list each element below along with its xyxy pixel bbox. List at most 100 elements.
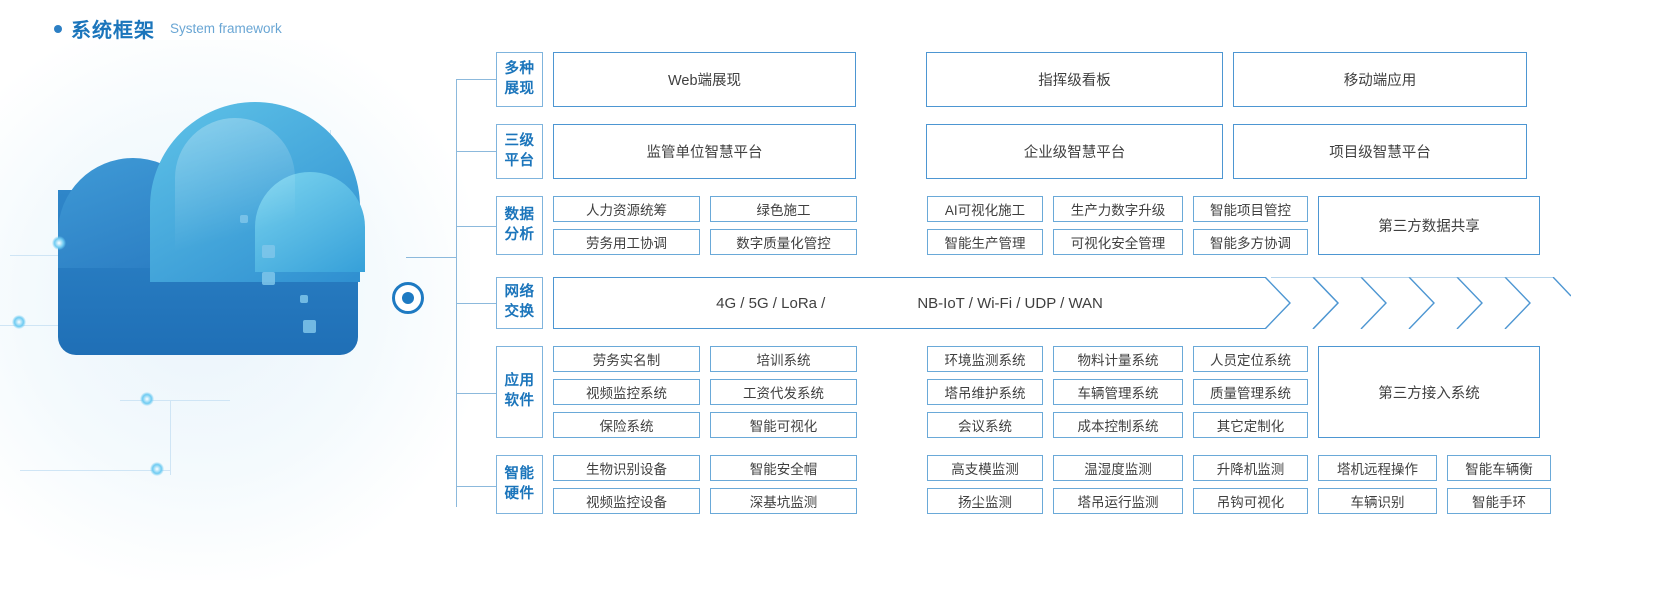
cell-green-construction[interactable]: 绿色施工: [710, 196, 857, 222]
grid-line: 视频监控系统 工资代发系统: [553, 379, 857, 405]
row-body: 人力资源统筹 绿色施工 劳务用工协调 数字质量化管控 AI可视化施工 生产力数字…: [553, 196, 1540, 255]
glow-dot: [140, 392, 154, 406]
connector-tree: [406, 52, 502, 507]
cell-ai-visual-construction[interactable]: AI可视化施工: [927, 196, 1043, 222]
data-analysis-right-grid: AI可视化施工 生产力数字升级 智能项目管控 智能生产管理 可视化安全管理 智能…: [927, 196, 1308, 255]
grid-line: 视频监控设备 深基坑监测: [553, 488, 857, 514]
cell-environment-monitoring[interactable]: 环境监测系统: [927, 346, 1043, 372]
cell-smart-visualization[interactable]: 智能可视化: [710, 412, 857, 438]
row-label-network-exchange: 网络 交换: [496, 277, 543, 329]
cell-smart-helmet[interactable]: 智能安全帽: [710, 455, 857, 481]
glow-dot: [150, 462, 164, 476]
grid-line: 环境监测系统 物料计量系统 人员定位系统: [927, 346, 1308, 372]
box-web-presentation[interactable]: Web端展现: [553, 52, 856, 107]
chip-icon: [300, 295, 308, 303]
cell-material-metering[interactable]: 物料计量系统: [1053, 346, 1183, 372]
box-supervision-platform[interactable]: 监管单位智慧平台: [553, 124, 856, 179]
chip-icon: [240, 215, 248, 223]
cell-smart-project-control[interactable]: 智能项目管控: [1193, 196, 1308, 222]
cell-high-formwork-monitoring[interactable]: 高支模监测: [927, 455, 1043, 481]
cell-quality-management[interactable]: 质量管理系统: [1193, 379, 1308, 405]
grid-line: 劳务实名制 培训系统: [553, 346, 857, 372]
connector-spine: [456, 79, 457, 507]
cell-tower-remote-operation[interactable]: 塔机远程操作: [1318, 455, 1437, 481]
cell-training-system[interactable]: 培训系统: [710, 346, 857, 372]
cell-smart-truck-scale[interactable]: 智能车辆衡: [1447, 455, 1551, 481]
row-label-platform: 三级 平台: [496, 124, 543, 179]
cell-productivity-upgrade[interactable]: 生产力数字升级: [1053, 196, 1183, 222]
box-project-platform[interactable]: 项目级智慧平台: [1233, 124, 1527, 179]
cell-vehicle-management[interactable]: 车辆管理系统: [1053, 379, 1183, 405]
box-command-dashboard[interactable]: 指挥级看板: [926, 52, 1223, 107]
cell-labor-coordination[interactable]: 劳务用工协调: [553, 229, 700, 255]
cell-video-surveillance-device[interactable]: 视频监控设备: [553, 488, 700, 514]
cell-smart-multiparty-coord[interactable]: 智能多方协调: [1193, 229, 1308, 255]
grid-line: AI可视化施工 生产力数字升级 智能项目管控: [927, 196, 1308, 222]
cell-hr-planning[interactable]: 人力资源统筹: [553, 196, 700, 222]
cell-biometric-device[interactable]: 生物识别设备: [553, 455, 700, 481]
cell-crane-maintenance[interactable]: 塔吊维护系统: [927, 379, 1043, 405]
cell-temp-humidity-monitoring[interactable]: 温湿度监测: [1053, 455, 1183, 481]
row-label-line: 应用: [504, 373, 535, 390]
cell-payroll-system[interactable]: 工资代发系统: [710, 379, 857, 405]
chip-icon: [303, 320, 316, 333]
page-title-en: System framework: [170, 21, 282, 36]
grid-line: 会议系统 成本控制系统 其它定制化: [927, 412, 1308, 438]
cloud-node-icon: [392, 282, 424, 314]
box-third-party-access-system[interactable]: 第三方接入系统: [1318, 346, 1540, 438]
chip-icon: [262, 272, 275, 285]
circuit-line: [170, 400, 171, 475]
row-label-presentation: 多种 展现: [496, 52, 543, 107]
row-label-line: 智能: [504, 465, 535, 482]
cell-dust-monitoring[interactable]: 扬尘监测: [927, 488, 1043, 514]
cell-smart-wristband[interactable]: 智能手环: [1447, 488, 1551, 514]
grid-line: 生物识别设备 智能安全帽: [553, 455, 857, 481]
row-network-exchange: 网络 交换 4G / 5G / LoRa / NB-IoT / Wi-Fi / …: [496, 277, 1571, 329]
cell-vehicle-recognition[interactable]: 车辆识别: [1318, 488, 1437, 514]
network-text-1: 4G / 5G / LoRa /: [716, 294, 826, 312]
chip-icon: [262, 245, 275, 258]
row-three-tier-platform: 三级 平台 监管单位智慧平台 企业级智慧平台 项目级智慧平台: [496, 124, 1527, 179]
row-body: 4G / 5G / LoRa / NB-IoT / Wi-Fi / UDP / …: [553, 277, 1571, 329]
connector-branch: [456, 303, 500, 304]
hardware-right-grid: 高支模监测 温湿度监测 升降机监测 塔机远程操作 智能车辆衡 扬尘监测 塔吊运行…: [927, 455, 1551, 514]
box-mobile-app[interactable]: 移动端应用: [1233, 52, 1527, 107]
connector-branch: [456, 79, 500, 80]
row-label-line: 软件: [504, 393, 535, 409]
cell-crane-operation-monitoring[interactable]: 塔吊运行监测: [1053, 488, 1183, 514]
cell-smart-production-mgmt[interactable]: 智能生产管理: [927, 229, 1043, 255]
box-enterprise-platform[interactable]: 企业级智慧平台: [926, 124, 1223, 179]
box-third-party-data-sharing[interactable]: 第三方数据共享: [1318, 196, 1540, 255]
cell-video-surveillance-system[interactable]: 视频监控系统: [553, 379, 700, 405]
network-arrow-chevrons: [1265, 277, 1571, 329]
grid-line: 塔吊维护系统 车辆管理系统 质量管理系统: [927, 379, 1308, 405]
application-right-grid: 环境监测系统 物料计量系统 人员定位系统 塔吊维护系统 车辆管理系统 质量管理系…: [927, 346, 1308, 438]
row-label-line: 展现: [504, 80, 535, 97]
cell-cost-control-system[interactable]: 成本控制系统: [1053, 412, 1183, 438]
cell-deep-pit-monitoring[interactable]: 深基坑监测: [710, 488, 857, 514]
cell-digital-quality-control[interactable]: 数字质量化管控: [710, 229, 857, 255]
cell-meeting-system[interactable]: 会议系统: [927, 412, 1043, 438]
row-body: 劳务实名制 培训系统 视频监控系统 工资代发系统 保险系统 智能可视化 环境监测…: [553, 346, 1540, 438]
cloud-highlight: [175, 118, 295, 278]
cell-lift-monitoring[interactable]: 升降机监测: [1193, 455, 1308, 481]
grid-line: 智能生产管理 可视化安全管理 智能多方协调: [927, 229, 1308, 255]
cell-labor-real-name[interactable]: 劳务实名制: [553, 346, 700, 372]
cell-visual-safety-mgmt[interactable]: 可视化安全管理: [1053, 229, 1183, 255]
connector-branch: [456, 226, 500, 227]
grid-line: 扬尘监测 塔吊运行监测 吊钩可视化 车辆识别 智能手环: [927, 488, 1551, 514]
application-left-grid: 劳务实名制 培训系统 视频监控系统 工资代发系统 保险系统 智能可视化: [553, 346, 857, 438]
cell-insurance-system[interactable]: 保险系统: [553, 412, 700, 438]
row-label-line: 硬件: [504, 485, 535, 502]
cell-hook-visualization[interactable]: 吊钩可视化: [1193, 488, 1308, 514]
circuit-line: [120, 400, 230, 401]
connector-branch: [456, 486, 500, 487]
grid-line: 人力资源统筹 绿色施工: [553, 196, 857, 222]
row-label-smart-hardware: 智能 硬件: [496, 455, 543, 514]
cell-personnel-positioning[interactable]: 人员定位系统: [1193, 346, 1308, 372]
grid-line: 劳务用工协调 数字质量化管控: [553, 229, 857, 255]
cloud-illustration: [0, 40, 470, 580]
row-label-application-software: 应用 软件: [496, 346, 543, 438]
cell-other-customization[interactable]: 其它定制化: [1193, 412, 1308, 438]
data-analysis-left-grid: 人力资源统筹 绿色施工 劳务用工协调 数字质量化管控: [553, 196, 857, 255]
